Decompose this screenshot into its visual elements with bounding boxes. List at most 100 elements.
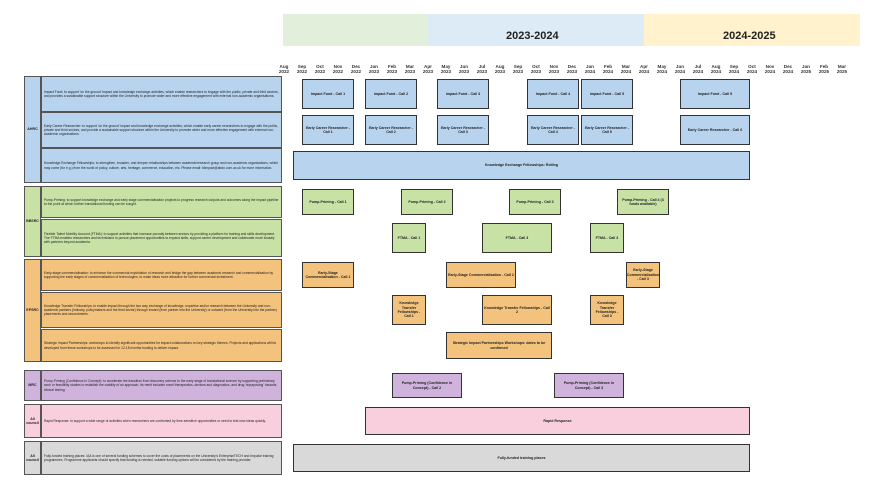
month-name: Jan: [370, 64, 378, 69]
month-year: 2024: [674, 69, 686, 75]
month-year: 2023: [404, 69, 416, 75]
timeline-bar: Knowledge Transfer Fellowships - Call 3: [590, 295, 624, 325]
month-year: 2022: [332, 69, 344, 75]
timeline-bar: FTMA - Call 1: [392, 223, 426, 253]
timeline-bar: Knowledge Transfer Fellowships - Call 1: [392, 295, 426, 325]
month-name: Mar: [837, 64, 847, 69]
month-name: May: [441, 64, 451, 69]
month-year: 2022: [296, 69, 308, 75]
month-year: 2023: [422, 69, 434, 75]
scheme-description: Fully-funded training places: IAA is one…: [41, 441, 282, 475]
month-year: 2024: [602, 69, 614, 75]
year-label-2023-2024: 2023-2024: [506, 30, 559, 42]
scheme-description: Pump-Priming: to support knowledge excha…: [41, 186, 282, 218]
month-year: 2023: [512, 69, 524, 75]
month-name: Aug: [711, 64, 721, 69]
month-name: Jul: [694, 64, 702, 69]
month-name: Sep: [513, 64, 523, 69]
month-name: Sep: [297, 64, 307, 69]
month-year: 2023: [476, 69, 488, 75]
month-year: 2023: [530, 69, 542, 75]
month-name: Aug: [279, 64, 289, 69]
timeline-bar: Early-Stage Commercialisation - Call 3: [626, 262, 660, 288]
timeline-bar: Early-Stage Commercialisation - Call 2: [446, 262, 516, 288]
timeline-bar: Impact Fund - Call 4: [527, 79, 579, 109]
timeline-bar: Early Career Researcher - Call 3: [437, 115, 489, 145]
year-band-2024: [644, 14, 860, 46]
month-year: 2023: [440, 69, 452, 75]
scheme-description: Pump-Priming (Confidence in Concept): to…: [41, 370, 282, 401]
scheme-description: Strategic Impact Partnerships: workshops…: [41, 329, 282, 362]
month-year: 2023: [368, 69, 380, 75]
month-year: 2025: [836, 69, 848, 75]
timeline-bar: Impact Fund - Call 1: [302, 79, 354, 109]
month-name: Feb: [603, 64, 613, 69]
month-name: Aug: [495, 64, 505, 69]
month-year: 2024: [710, 69, 722, 75]
month-name: Apr: [424, 64, 432, 69]
month-name: Nov: [333, 64, 343, 69]
month-name: Nov: [549, 64, 559, 69]
group-label: All council: [24, 404, 41, 438]
group-label: BBSRC: [24, 186, 41, 257]
timeline-bar: Early Career Researcher - Call 5: [581, 115, 633, 145]
month-name: Feb: [387, 64, 397, 69]
timeline-bar: Pump-Priming - Call 3: [509, 189, 561, 215]
timeline-bar: Early Career Researcher - Call 4: [527, 115, 579, 145]
month-year: 2024: [782, 69, 794, 75]
timeline-bar: Early Career Researcher - Call 1: [302, 115, 354, 145]
timeline-bar: Knowledge Transfer Fellowships - Call 2: [482, 295, 552, 325]
scheme-description: Early Career Researcher: to support 'on …: [41, 112, 282, 148]
month-year: 2023: [386, 69, 398, 75]
month-year: 2024: [764, 69, 776, 75]
scheme-description: Flexible Talent Mobility Account (FTMA):…: [41, 219, 282, 257]
month-year: 2023: [548, 69, 560, 75]
timeline-bar: FTMA - Call 3: [590, 223, 624, 253]
month-name: Jun: [675, 64, 685, 69]
month-name: Jan: [586, 64, 594, 69]
timeline-bar: Pump-Priming - Call 2: [401, 189, 453, 215]
month-year: 2023: [458, 69, 470, 75]
year-band-2023: [428, 14, 644, 46]
month-year: 2024: [728, 69, 740, 75]
month-name: Mar: [405, 64, 415, 69]
month-year: 2022: [350, 69, 362, 75]
group-label: AHRC: [24, 76, 41, 183]
timeline-bar: Rapid Response: [365, 407, 750, 435]
month-name: Dec: [567, 64, 577, 69]
month-year: 2025: [818, 69, 830, 75]
month-year: 2023: [566, 69, 578, 75]
timeline-bar: Strategic Impact Partnerships Workshops:…: [446, 332, 552, 359]
timeline-bar: Impact Fund - Call 3: [437, 79, 489, 109]
month-name: Feb: [819, 64, 829, 69]
month-year: 2025: [800, 69, 812, 75]
scheme-description: Knowledge Exchange Fellowships: to stren…: [41, 148, 282, 183]
month-name: Mar: [621, 64, 631, 69]
timeline-bar: Pump-Priming (Confidence in Concept) - C…: [392, 373, 462, 398]
month-year: 2024: [656, 69, 668, 75]
timeline-bar: FTMA - Call 3: [482, 223, 552, 253]
